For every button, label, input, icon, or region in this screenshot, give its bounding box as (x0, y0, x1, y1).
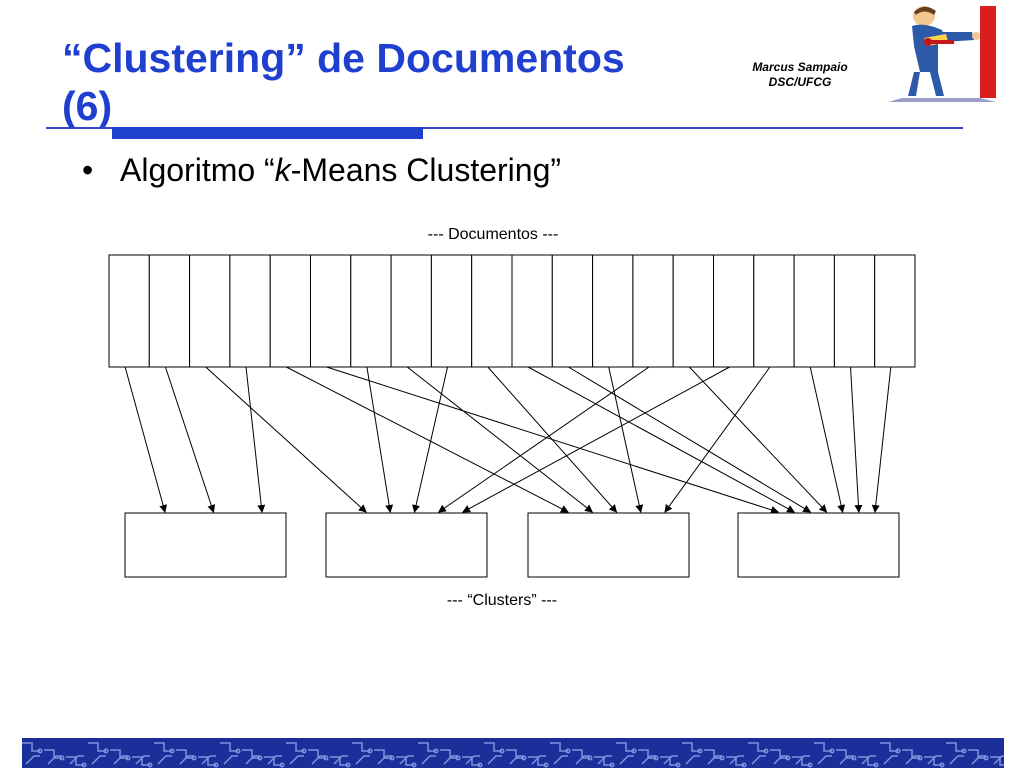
document-box (108, 254, 150, 368)
bullet-item: • Algoritmo “k-Means Clustering” (82, 150, 561, 190)
document-box (753, 254, 795, 368)
bullet-text-prefix: Algoritmo “ (120, 152, 275, 188)
assignment-arrow (205, 366, 367, 513)
document-box (269, 254, 312, 368)
document-box (713, 254, 755, 368)
author-department: DSC/UFCG (768, 75, 832, 89)
document-box (874, 254, 916, 368)
assignment-arrow (462, 366, 730, 513)
slide-title: “Clustering” de Documentos (6) (62, 34, 722, 130)
title-line-2: (6) (62, 83, 113, 129)
document-box (551, 254, 594, 368)
assignment-arrow (406, 366, 594, 513)
document-box (229, 254, 271, 368)
assignment-arrow (286, 366, 569, 513)
assignment-arrow (871, 366, 892, 513)
clusters-label: --- “Clusters” --- (446, 592, 558, 609)
assignment-arrow (527, 366, 796, 513)
document-box (592, 254, 634, 368)
document-box (833, 254, 876, 368)
document-box (148, 254, 191, 368)
bullet-text-italic: k (274, 152, 291, 188)
cluster-box (124, 512, 287, 578)
assignment-arrow (366, 366, 394, 513)
assignment-arrow (245, 366, 266, 513)
assignment-arrow (487, 366, 618, 513)
assignment-arrow (568, 366, 812, 513)
assignment-arrow (164, 366, 216, 513)
cluster-box (737, 512, 900, 578)
circuit-board-pattern (22, 738, 1004, 768)
title-accent-bar (112, 127, 423, 139)
document-box (430, 254, 473, 368)
bullet-text-suffix: -Means Clustering” (290, 152, 562, 188)
document-box (310, 254, 352, 368)
document-box (511, 254, 553, 368)
cluster-box (527, 512, 690, 578)
document-box (350, 254, 392, 368)
document-box (390, 254, 432, 368)
assignment-arrow (850, 366, 863, 513)
cluster-box (325, 512, 488, 578)
documents-label: --- Documentos --- (427, 226, 559, 243)
author-block: Marcus Sampaio DSC/UFCG (728, 60, 872, 90)
document-box (189, 254, 231, 368)
title-underline (46, 127, 963, 129)
title-line-1: “Clustering” de Documentos (62, 35, 625, 81)
document-box (471, 254, 513, 368)
assignment-arrow (664, 366, 771, 513)
assignment-arrow (124, 366, 168, 513)
bullet-dot: • (82, 152, 94, 188)
worker-with-wrench-logo (888, 6, 996, 102)
document-box (632, 254, 674, 368)
assignment-arrow (608, 366, 644, 513)
assignment-arrow (412, 366, 449, 513)
assignment-arrow (688, 366, 828, 513)
document-box (672, 254, 715, 368)
document-box (793, 254, 835, 368)
assignment-arrow (809, 366, 846, 513)
author-name: Marcus Sampaio (752, 60, 848, 74)
assignment-arrow (437, 366, 650, 513)
